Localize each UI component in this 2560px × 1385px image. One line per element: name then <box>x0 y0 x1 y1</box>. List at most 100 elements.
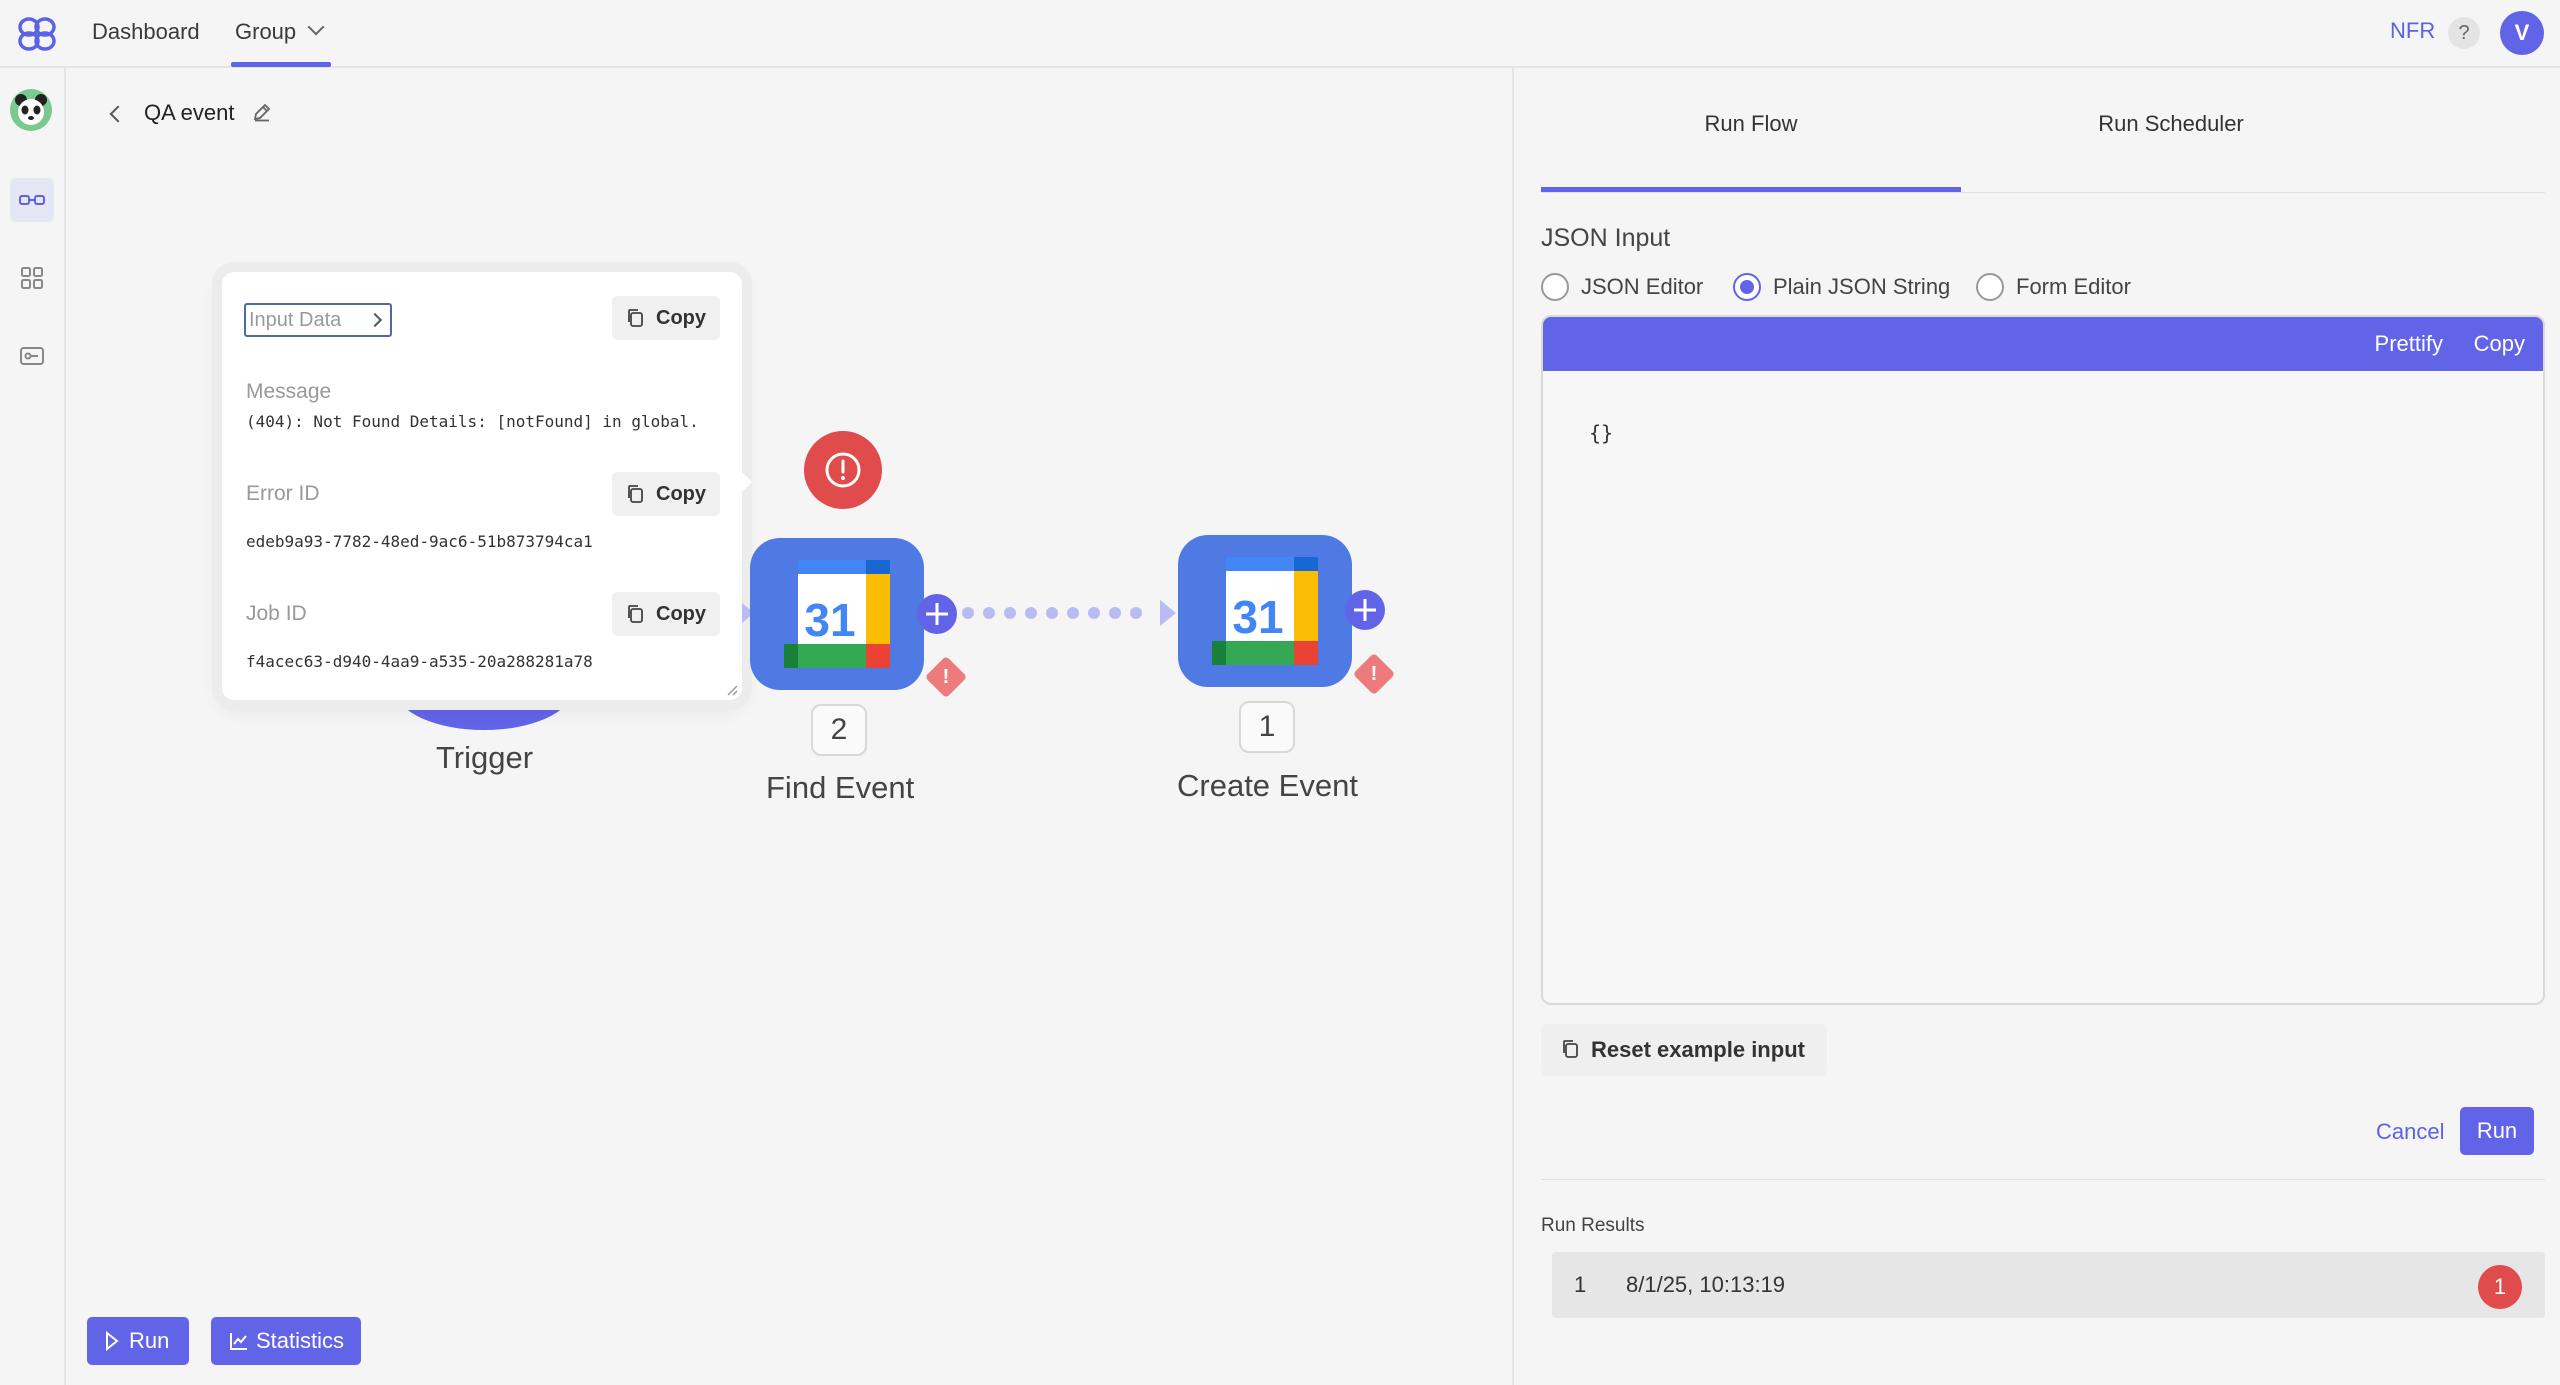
error-id-value: edeb9a93-7782-48ed-9ac6-51b873794ca1 <box>246 532 593 551</box>
input-data-label: Input Data <box>249 309 342 331</box>
copy-error-id-button[interactable]: Copy <box>612 472 720 516</box>
error-indicator[interactable] <box>804 431 882 509</box>
help-button[interactable]: ? <box>2448 17 2480 49</box>
error-count-badge: 1 <box>2478 1265 2522 1309</box>
flow-title: QA event <box>144 100 235 125</box>
connector-dot <box>1109 607 1121 619</box>
calendar-day-text: 31 <box>804 594 855 646</box>
copy-label: Copy <box>656 483 706 505</box>
add-step-button[interactable] <box>1345 590 1385 630</box>
create-event-node[interactable]: 31 <box>1178 535 1352 687</box>
job-id-value: f4acec63-d940-4aa9-a535-20a288281a78 <box>246 652 593 671</box>
statistics-label: Statistics <box>256 1328 345 1353</box>
panda-avatar-icon[interactable] <box>9 88 53 132</box>
copy-icon <box>628 605 643 623</box>
nav-dashboard[interactable]: Dashboard <box>92 19 200 44</box>
grid-icon <box>21 267 43 289</box>
radio-form-editor[interactable]: Form Editor <box>1976 272 2131 302</box>
tab-divider <box>1541 192 2545 193</box>
warning-icon[interactable]: ! <box>1352 652 1396 696</box>
input-data-toggle[interactable]: Input Data <box>244 303 392 337</box>
json-input-title: JSON Input <box>1541 224 1671 252</box>
job-id-label: Job ID <box>246 602 307 625</box>
sidebar-item-keys[interactable] <box>10 334 54 378</box>
tab-run-flow[interactable]: Run Flow <box>1704 111 1798 136</box>
connector-arrow-icon <box>742 603 754 623</box>
back-chevron-icon[interactable] <box>109 105 127 123</box>
nfr-link[interactable]: NFR <box>2390 18 2436 43</box>
error-alert-icon <box>825 452 861 488</box>
copy-icon <box>628 485 643 503</box>
key-icon <box>20 347 44 365</box>
step-badge: 2 <box>811 704 867 756</box>
statistics-button[interactable]: Statistics <box>211 1317 361 1365</box>
run-button[interactable]: Run <box>2460 1107 2534 1155</box>
find-event-label: Find Event <box>766 770 915 805</box>
json-editor[interactable]: Prettify Copy {} <box>1541 315 2545 1005</box>
sidebar-item-flows[interactable] <box>10 178 54 222</box>
copy-label: Copy <box>656 603 706 625</box>
result-timestamp: 8/1/25, 10:13:19 <box>1626 1272 1786 1297</box>
reset-example-input-button[interactable]: Reset example input <box>1541 1024 1827 1076</box>
editor-toolbar: Prettify Copy <box>1543 317 2543 371</box>
top-bar: Dashboard Group NFR ? V <box>0 0 2560 68</box>
connector-dot <box>1046 607 1058 619</box>
radio-plain-json-string[interactable]: Plain JSON String <box>1733 272 1950 302</box>
step-badge: 1 <box>1239 701 1295 753</box>
copy-job-id-button[interactable]: Copy <box>612 592 720 636</box>
run-flow-button[interactable]: Run <box>87 1317 189 1365</box>
warning-icon[interactable]: ! <box>924 655 968 699</box>
find-event-node[interactable]: 31 <box>750 538 924 690</box>
app-logo-icon[interactable] <box>14 14 60 54</box>
connector-dot <box>1004 607 1016 619</box>
add-step-button[interactable] <box>917 594 957 634</box>
copy-label: Copy <box>656 307 706 329</box>
connector-dot <box>1067 607 1079 619</box>
run-results-title: Run Results <box>1541 1215 1645 1236</box>
warning-symbol: ! <box>942 666 950 688</box>
json-content[interactable]: {} <box>1589 421 1614 445</box>
connector-dot <box>1088 607 1100 619</box>
prettify-button[interactable]: Prettify <box>2374 331 2443 356</box>
resize-grip-icon[interactable] <box>726 684 738 696</box>
sidebar-item-apps[interactable] <box>10 256 54 300</box>
results-divider <box>1541 1179 2545 1180</box>
chart-icon <box>230 1333 247 1350</box>
nav-group[interactable]: Group <box>235 0 325 68</box>
calendar-day-text: 31 <box>1232 591 1283 643</box>
connector-dot <box>983 607 995 619</box>
reset-label: Reset example input <box>1591 1037 1805 1062</box>
connector-arrow-icon <box>1160 600 1176 626</box>
connector-dot <box>1130 607 1142 619</box>
table-row[interactable]: 1 8/1/25, 10:13:19 1 <box>1552 1252 2545 1318</box>
flow-icon <box>19 195 45 205</box>
warning-symbol: ! <box>1370 663 1378 685</box>
tab-run-scheduler[interactable]: Run Scheduler <box>2098 111 2244 136</box>
play-icon <box>106 1331 119 1351</box>
chevron-right-icon <box>367 312 383 328</box>
cancel-button[interactable]: Cancel <box>2376 1119 2445 1144</box>
error-id-label: Error ID <box>246 482 320 505</box>
edit-pencil-icon[interactable] <box>252 102 272 122</box>
message-label: Message <box>246 380 332 403</box>
chevron-down-icon <box>307 18 325 36</box>
create-event-label: Create Event <box>1177 768 1358 803</box>
tab-active-indicator <box>1541 187 1961 192</box>
nav-group-label: Group <box>235 19 297 44</box>
popover-caret <box>742 472 752 492</box>
trigger-label: Trigger <box>436 740 534 775</box>
message-value: (404): Not Found Details: [notFound] in … <box>246 412 699 431</box>
google-calendar-icon: 31 <box>1212 557 1318 665</box>
copy-icon <box>1563 1040 1578 1058</box>
error-details-popover: Input Data Copy Message (404): Not Found… <box>222 272 752 700</box>
connector-dot <box>1025 607 1037 619</box>
radio-json-editor[interactable]: JSON Editor <box>1541 272 1703 302</box>
copy-json-button[interactable]: Copy <box>2473 331 2525 356</box>
copy-input-data-button[interactable]: Copy <box>612 296 720 340</box>
nav-active-indicator <box>231 62 331 67</box>
left-sidebar <box>0 68 66 1385</box>
run-flow-label: Run <box>129 1328 170 1353</box>
avatar[interactable]: V <box>2500 11 2544 55</box>
connector-dot <box>962 607 974 619</box>
run-panel: Run Flow Run Scheduler JSON Input JSON E… <box>1512 68 2560 1385</box>
